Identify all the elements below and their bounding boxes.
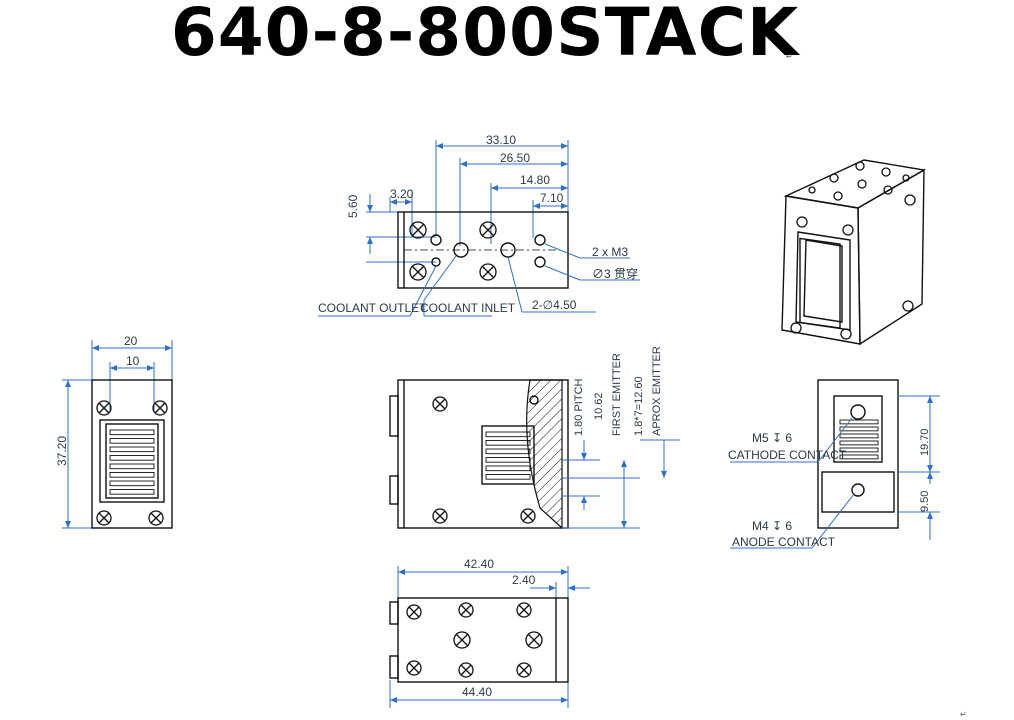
bottom-view: 42.40 2.40 44.40: [389, 557, 590, 708]
label-coolant-inlet: COOLANT INLET: [420, 301, 516, 315]
fin: [109, 446, 155, 453]
label-cathode-contact: CATHODE CONTACT: [728, 448, 847, 462]
label-first-emitter: FIRST EMITTER: [611, 353, 623, 436]
dim-33-10: 33.10: [486, 133, 516, 147]
right-view: 19.70 9.50 M5 ↧ 6 CATHODE CONTACT M4 ↧ 6…: [728, 379, 940, 549]
fin: [109, 480, 155, 487]
dim-20: 20: [124, 334, 138, 348]
label-anode-contact: ANODE CONTACT: [732, 535, 836, 549]
callout-2xm3: 2 x M3: [592, 245, 628, 259]
paragraph-mark: ↵: [786, 52, 793, 61]
dim-2-40: 2.40: [512, 573, 536, 587]
fin: [839, 447, 879, 453]
label-aprox-emitter: APROX EMITTER: [651, 346, 663, 436]
dim-19-70: 19.70: [919, 428, 931, 456]
fin: [109, 429, 155, 436]
callout-thru-hole: ∅3 贯穿: [592, 266, 638, 281]
dim-1-80-pitch: 1.80 PITCH: [573, 378, 585, 436]
fin: [109, 463, 155, 470]
callout-m4: M4 ↧ 6: [752, 519, 792, 533]
fin: [485, 440, 531, 446]
dim-42-40: 42.40: [464, 557, 494, 571]
page-title: 640-8-800STACK: [170, 0, 800, 71]
fin: [485, 448, 531, 455]
fin: [839, 433, 879, 439]
dim-10-62: 10.62: [593, 392, 605, 420]
fin: [109, 438, 155, 444]
dim-10: 10: [126, 354, 140, 368]
dim-9-50: 9.50: [919, 491, 931, 512]
dim-37-20: 37.20: [55, 436, 69, 466]
callout-2-holes: 2-∅4.50: [532, 298, 577, 312]
isometric-view: [781, 159, 927, 346]
fin: [485, 474, 531, 480]
fin: [109, 489, 155, 495]
top-view: 33.10 26.50 14.80 7.10 3.20 5.60: [318, 133, 640, 317]
dim-14-80: 14.80: [520, 173, 550, 187]
dim-3-20: 3.20: [390, 187, 414, 201]
dim-12-60: 1.8*7=12.60: [633, 376, 645, 436]
side-view: 1.80 PITCH 10.62 FIRST EMITTER 1.8*7=12.…: [389, 346, 680, 530]
fin: [485, 457, 531, 463]
front-view: 20 10 37.20: [55, 334, 173, 529]
dim-44-40: 44.40: [462, 685, 492, 699]
dim-7-10: 7.10: [540, 191, 564, 205]
dim-5-60: 5.60: [346, 194, 360, 218]
fin: [109, 455, 155, 461]
dim-26-50: 26.50: [500, 151, 530, 165]
fin: [485, 431, 531, 438]
fin: [839, 419, 879, 425]
label-coolant-outlet: COOLANT OUTLET: [318, 301, 427, 315]
fin: [485, 465, 531, 472]
fin: [839, 440, 879, 446]
callout-m5: M5 ↧ 6: [752, 431, 792, 445]
paragraph-mark: ↵: [960, 710, 967, 719]
fin: [839, 454, 879, 460]
fin: [839, 426, 879, 432]
fin: [109, 472, 155, 478]
